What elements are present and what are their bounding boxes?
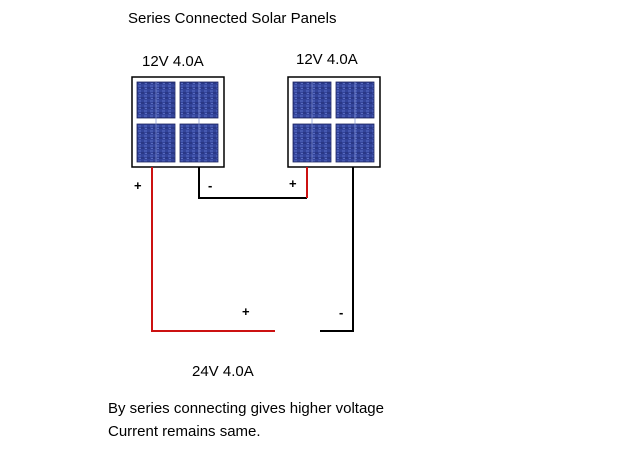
panel-2-plus-sign: + (289, 176, 297, 191)
output-label: 24V 4.0A (192, 363, 254, 380)
panel-1-label: 12V 4.0A (142, 53, 204, 70)
output-plus-sign: + (242, 304, 250, 319)
note-line-2: Current remains same. (108, 423, 261, 440)
panel-1-minus-sign: - (208, 178, 212, 193)
positive-output-wire (151, 167, 275, 332)
negative-output-wire (320, 167, 354, 332)
panel-2-label: 12V 4.0A (296, 51, 358, 68)
note-line-1: By series connecting gives higher voltag… (108, 400, 384, 417)
diagram-title: Series Connected Solar Panels (128, 10, 336, 27)
series-link-wire-negative (198, 167, 307, 199)
output-minus-sign: - (339, 305, 343, 320)
panel-1-plus-sign: + (134, 178, 142, 193)
solar-panel-1 (131, 76, 225, 168)
solar-panel-2 (287, 76, 381, 168)
